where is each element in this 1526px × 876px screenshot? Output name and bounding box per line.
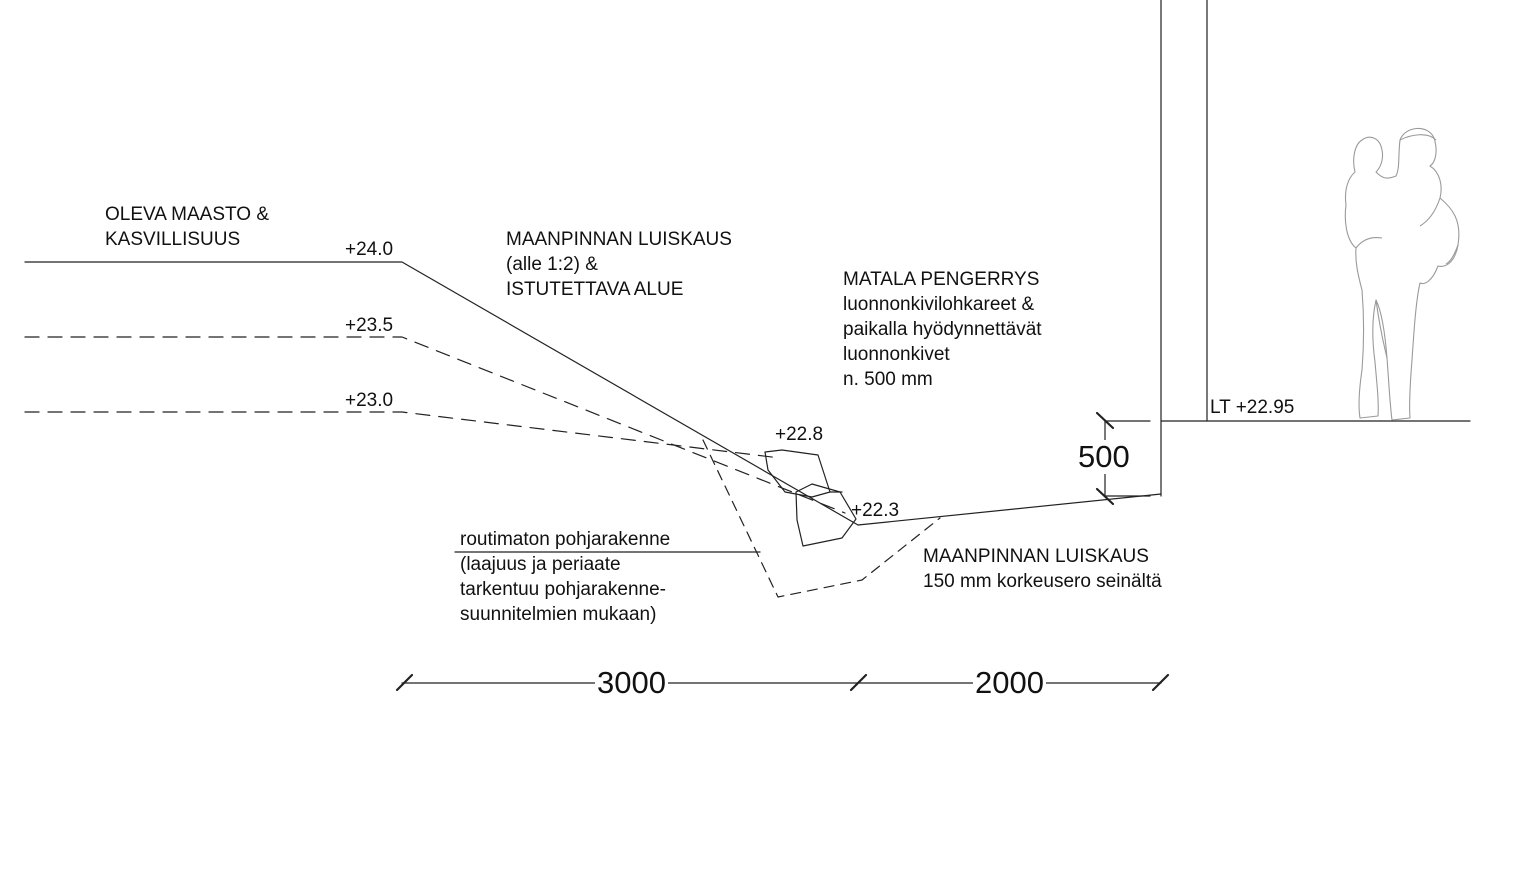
dimension-2000: 2000 (973, 665, 1046, 700)
ground-slope-line-2: 150 mm korkeusero seinältä (923, 571, 1162, 592)
slope-planting-line-2: (alle 1:2) & (506, 254, 598, 275)
level-22-8: +22.8 (775, 424, 824, 445)
dim-tick-2 (849, 673, 868, 692)
level-22-3: +22.3 (851, 500, 900, 521)
dim-tick-1 (395, 673, 414, 692)
subbase-line-1: routimaton pohjarakenne (460, 529, 671, 550)
subbase-line-2: (laajuus ja periaate (460, 554, 621, 575)
dim-tick-v-top (1095, 411, 1115, 430)
low-terrace-line-4: luonnonkivet (843, 344, 950, 365)
low-terrace-line-2: luonnonkivilohkareet & (843, 294, 1035, 315)
person-carrying-child-figure (1344, 127, 1460, 421)
low-terrace-label: MATALA PENGERRYS luonnonkivilohkareet & … (843, 267, 1042, 392)
ground-slope-line-1: MAANPINNAN LUISKAUS (923, 546, 1149, 567)
level-23-5: +23.5 (345, 315, 394, 336)
ground-slope-label: MAANPINNAN LUISKAUS 150 mm korkeusero se… (923, 544, 1162, 594)
floor-level-lt: LT +22.95 (1210, 397, 1295, 418)
natural-stone-upper (764, 449, 831, 498)
subbase-outline (702, 439, 941, 598)
existing-ground-line (24, 261, 859, 526)
ground-slope-line (857, 493, 1162, 526)
slope-planting-line-3: ISTUTETTAVA ALUE (506, 279, 684, 300)
level-24-0: +24.0 (345, 239, 394, 260)
low-terrace-line-3: paikalla hyödynnettävät (843, 319, 1042, 340)
subbase-label: routimaton pohjarakenne (laajuus ja peri… (460, 527, 670, 627)
existing-terrain-line-1: OLEVA MAASTO & (105, 204, 270, 225)
dimension-500: 500 (1077, 439, 1131, 474)
level-23-0: +23.0 (345, 390, 394, 411)
low-terrace-line-1: MATALA PENGERRYS (843, 269, 1040, 290)
dashed-level-23-0 (24, 411, 781, 459)
dimension-3000: 3000 (595, 665, 668, 700)
dim-tick-v-bottom (1095, 487, 1115, 506)
subbase-line-3: tarkentuu pohjarakenne- (460, 579, 666, 600)
existing-terrain-line-2: KASVILLISUUS (105, 229, 241, 250)
low-terrace-line-5: n. 500 mm (843, 369, 933, 390)
existing-terrain-label: OLEVA MAASTO & KASVILLISUUS (105, 202, 269, 252)
subbase-line-4: suunnitelmien mukaan) (460, 604, 657, 625)
dashed-level-23-5 (24, 336, 846, 514)
dim-tick-3 (1151, 673, 1170, 692)
natural-stone-lower (795, 483, 857, 547)
slope-planting-line-1: MAANPINNAN LUISKAUS (506, 229, 732, 250)
slope-planting-label: MAANPINNAN LUISKAUS (alle 1:2) & ISTUTET… (506, 227, 732, 302)
